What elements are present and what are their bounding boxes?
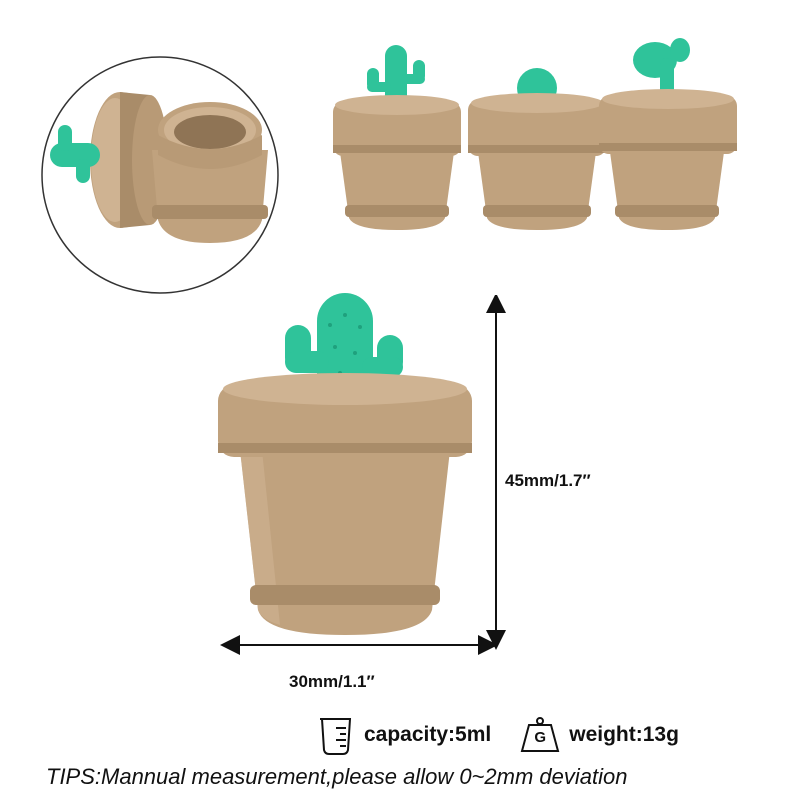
jar-tall-cactus xyxy=(333,45,461,230)
jar-round-cactus xyxy=(468,68,606,230)
main-jar xyxy=(218,293,472,635)
capacity-text: capacity:5ml xyxy=(364,723,492,746)
jar-paddle-cactus xyxy=(599,38,737,230)
weight-icon: G xyxy=(519,716,561,754)
three-jars-row xyxy=(333,38,737,230)
height-label: 45mm/1.7″ xyxy=(505,471,591,490)
cactus-tall-icon xyxy=(367,45,425,107)
tips-text: TIPS:Mannual measurement,please allow 0~… xyxy=(46,764,628,789)
inset-cactus-icon xyxy=(50,125,100,183)
weight-text: weight:13g xyxy=(569,723,679,746)
cactus-paddle-icon xyxy=(633,38,690,98)
dimension-lines xyxy=(220,295,506,655)
weight-icon-glyph: G xyxy=(534,729,547,746)
pot-base-band xyxy=(250,585,440,605)
measuring-cup-icon xyxy=(320,718,352,755)
open-jar-base xyxy=(152,102,268,243)
inset-open-jar xyxy=(41,56,279,294)
specs-row: capacity:5ml G weight:13g xyxy=(318,713,679,757)
width-label: 30mm/1.1″ xyxy=(289,672,375,691)
pot-lid xyxy=(218,385,472,457)
